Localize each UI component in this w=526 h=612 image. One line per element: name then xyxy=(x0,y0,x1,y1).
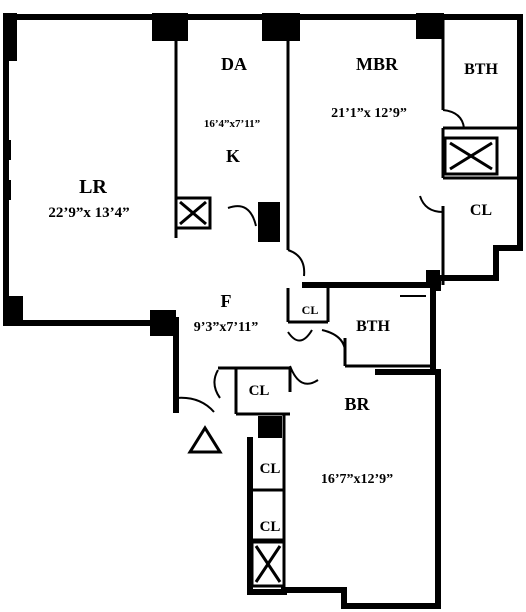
room-name-lr: LR xyxy=(79,176,107,198)
room-name-da: DA xyxy=(221,54,247,74)
column xyxy=(150,310,176,336)
door-cl-small xyxy=(287,329,313,342)
column xyxy=(426,270,440,286)
room-name-mbr: MBR xyxy=(356,54,399,74)
column xyxy=(3,140,11,160)
column xyxy=(3,296,23,326)
room-dims-mbr: 21’1”x 12’9” xyxy=(331,106,407,121)
door-entry xyxy=(175,396,215,413)
room-name-cl-br1: CL xyxy=(260,461,281,477)
column xyxy=(3,13,17,61)
door-mbr xyxy=(287,249,306,277)
room-dims-br: 16’7”x12’9” xyxy=(321,472,393,487)
room-dims-da: 16’4”x7’11” xyxy=(204,118,260,130)
column xyxy=(262,13,300,41)
door-bth1 xyxy=(442,109,465,129)
room-name-cl-mbr: CL xyxy=(470,202,492,219)
column xyxy=(258,202,280,242)
column xyxy=(416,13,444,39)
room-name-br: BR xyxy=(344,394,370,414)
columns xyxy=(3,13,444,438)
room-name-k: K xyxy=(226,146,240,166)
column xyxy=(152,13,188,41)
door-br xyxy=(289,365,319,385)
room-name-cl-br2: CL xyxy=(260,519,281,535)
walls xyxy=(3,14,523,609)
shaft-br xyxy=(250,540,286,588)
room-name-f: F xyxy=(221,291,232,311)
room-dims-lr: 22’9”x 13’4” xyxy=(48,205,129,221)
door-cl-foyer xyxy=(213,369,221,399)
door-cl-mbr xyxy=(419,195,444,213)
doors xyxy=(175,109,465,413)
shaft-mbr xyxy=(443,136,499,176)
column xyxy=(258,416,282,438)
column xyxy=(3,180,11,200)
room-name-cl-foyer: CL xyxy=(249,383,270,399)
room-name-bth1: BTH xyxy=(464,61,498,78)
door-kitchen xyxy=(227,205,257,227)
door-bth2 xyxy=(321,329,347,359)
room-name-cl-small: CL xyxy=(302,303,319,317)
shafts xyxy=(174,136,499,588)
entry-triangle-icon xyxy=(187,425,223,454)
room-dims-f: 9’3”x7’11” xyxy=(194,320,259,335)
room-name-bth2: BTH xyxy=(356,318,390,335)
shaft-kitchen xyxy=(174,196,212,230)
